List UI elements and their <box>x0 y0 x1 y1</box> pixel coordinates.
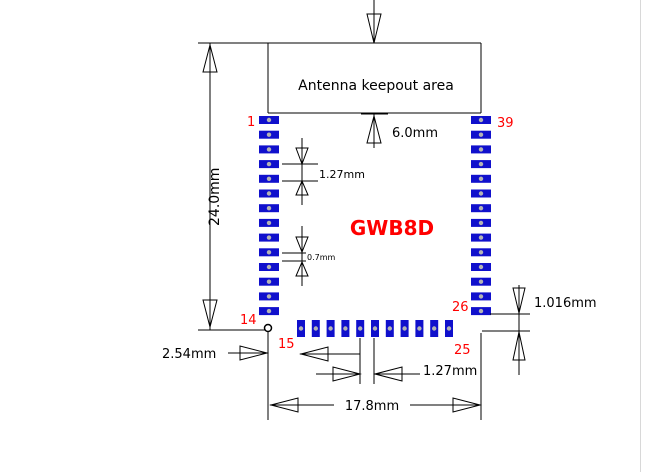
bottom-pad-hole <box>417 326 422 331</box>
right-pad-hole <box>478 147 484 152</box>
right-pad-hole <box>478 206 484 211</box>
pad-width-label: 0.7mm <box>307 253 336 262</box>
pin-label-15: 15 <box>278 337 295 352</box>
top-arrow-icon <box>366 0 382 44</box>
keepout-label: Antenna keepout area <box>298 78 454 94</box>
origin-marker-icon <box>263 323 273 333</box>
bottom-pad-hole <box>358 326 363 331</box>
left-pad-column <box>259 116 279 316</box>
pin-label-14: 14 <box>240 313 257 328</box>
left-pad-hole <box>266 147 272 152</box>
bottom-pad-hole <box>372 326 378 331</box>
pin-offset-dimension-icon <box>482 285 530 375</box>
edge-offset-dimension-icon <box>228 326 269 420</box>
left-pad-hole <box>266 206 272 211</box>
left-pad-hole <box>266 132 272 137</box>
height-dimension-icon <box>198 43 268 331</box>
bottom-pad-hole <box>328 326 333 331</box>
left-pad-hole <box>266 176 272 181</box>
bottom-pad-hole <box>402 326 407 331</box>
keepout-depth-arrow-icon <box>361 113 388 148</box>
bottom-pad-row <box>297 320 453 337</box>
bottom-pad-hole <box>432 326 437 331</box>
right-pad-hole <box>478 191 484 196</box>
left-pad-hole <box>266 250 272 255</box>
pin-pitch-dimension-icon <box>282 138 318 205</box>
right-pad-hole <box>478 176 484 181</box>
pin-offset-label: 1.016mm <box>534 296 597 311</box>
bottom-pad-hole <box>343 326 348 331</box>
right-pad-hole <box>478 235 484 240</box>
bottom-pitch-dimension-icon <box>299 338 420 384</box>
left-pad-hole <box>266 235 272 240</box>
bottom-pitch-label: 1.27mm <box>423 364 477 379</box>
right-pad-hole <box>478 132 484 137</box>
right-pad-hole <box>478 117 484 123</box>
right-pad-hole <box>478 308 484 314</box>
right-pad-hole <box>478 279 484 284</box>
pad-width-dimension-icon <box>282 226 309 286</box>
pin-label-26: 26 <box>452 300 469 315</box>
right-pad-hole <box>478 264 484 270</box>
bottom-pad-hole <box>446 326 452 331</box>
width-dimension-icon <box>269 333 482 420</box>
right-pad-hole <box>478 220 484 226</box>
height-label: 24.0mm <box>207 168 223 226</box>
left-pad-hole <box>266 264 272 270</box>
right-pad-hole <box>478 250 484 255</box>
left-pad-hole <box>266 279 272 284</box>
right-pad-hole <box>478 294 484 299</box>
bottom-pad-hole <box>387 326 392 331</box>
edge-offset-label: 2.54mm <box>162 347 216 362</box>
pin-pitch-label: 1.27mm <box>319 168 365 181</box>
right-pad-hole <box>478 161 484 167</box>
bottom-pad-hole <box>313 326 318 331</box>
window-edge <box>640 0 649 472</box>
left-pad-hole <box>266 220 272 226</box>
pin-label-39: 39 <box>497 116 514 131</box>
pin-label-1: 1 <box>247 115 255 130</box>
right-pad-column <box>471 116 491 316</box>
pin-label-25: 25 <box>454 343 471 358</box>
left-pad-hole <box>266 294 272 299</box>
left-pad-hole <box>266 191 272 196</box>
left-pad-hole <box>266 308 272 314</box>
module-name: GWB8D <box>350 216 434 240</box>
width-label: 17.8mm <box>345 399 399 414</box>
left-pad-hole <box>266 161 272 167</box>
keepout-depth-label: 6.0mm <box>392 126 438 141</box>
bottom-pad-hole <box>298 326 304 331</box>
left-pad-hole <box>266 117 272 123</box>
